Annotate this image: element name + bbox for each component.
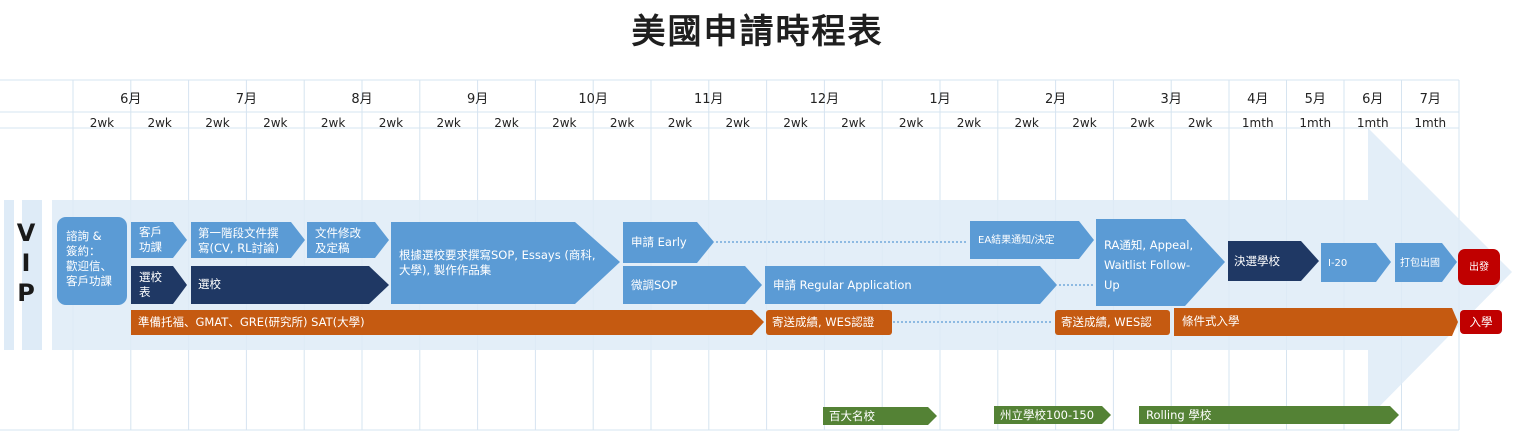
period-label: 2wk bbox=[725, 116, 750, 130]
period-label: 2wk bbox=[1014, 116, 1039, 130]
vip-letter-i: I bbox=[21, 249, 31, 277]
period-label: 2wk bbox=[898, 116, 924, 130]
depart-badge bbox=[1458, 249, 1500, 285]
period-label: 1mth bbox=[1241, 116, 1274, 130]
page-title: 美國申請時程表 bbox=[631, 12, 884, 52]
period-label: 2wk bbox=[89, 116, 115, 130]
period-label: 1mth bbox=[1299, 116, 1332, 130]
period-label: 2wk bbox=[1130, 116, 1155, 130]
pack-arrow bbox=[1395, 243, 1457, 282]
month-label: 4月 bbox=[1247, 92, 1269, 107]
vip-bar-left bbox=[4, 200, 14, 350]
period-label: 2wk bbox=[956, 116, 982, 130]
state-school-arrow bbox=[994, 406, 1111, 424]
period-label: 2wk bbox=[147, 116, 172, 130]
first-stage-arrow bbox=[191, 222, 305, 258]
month-label: 11月 bbox=[694, 92, 724, 107]
month-label: 1月 bbox=[929, 92, 951, 107]
tweak-sop-arrow bbox=[623, 266, 762, 304]
month-label: 12月 bbox=[809, 92, 840, 107]
month-label: 6月 bbox=[120, 92, 142, 107]
month-label: 7月 bbox=[1419, 92, 1441, 107]
school-table-arrow bbox=[131, 266, 187, 304]
month-label: 2月 bbox=[1044, 92, 1067, 107]
sop-writing-arrow bbox=[391, 222, 620, 304]
period-label: 2wk bbox=[783, 116, 808, 130]
month-label: 5月 bbox=[1304, 92, 1326, 107]
period-label: 2wk bbox=[320, 116, 346, 130]
doc-revise-arrow bbox=[307, 222, 389, 258]
enroll-badge bbox=[1460, 310, 1502, 334]
conditional-arrow bbox=[1174, 308, 1458, 336]
ra-notice-arrow bbox=[1096, 219, 1225, 306]
period-label: 1mth bbox=[1414, 116, 1447, 130]
select-school-arrow bbox=[191, 266, 389, 304]
vip-letter-p: P bbox=[17, 279, 35, 307]
ea-result-arrow bbox=[970, 221, 1094, 259]
month-label: 10月 bbox=[578, 92, 608, 107]
month-label: 6月 bbox=[1362, 92, 1384, 107]
period-label: 2wk bbox=[436, 116, 461, 130]
consult-box bbox=[57, 217, 127, 305]
i20-arrow bbox=[1321, 243, 1391, 282]
top100-arrow bbox=[823, 407, 937, 425]
month-label: 3月 bbox=[1160, 92, 1182, 107]
period-label: 2wk bbox=[841, 116, 866, 130]
period-label: 1mth bbox=[1356, 116, 1389, 130]
period-label: 2wk bbox=[552, 116, 577, 130]
period-label: 2wk bbox=[205, 116, 230, 130]
period-label: 2wk bbox=[1187, 116, 1213, 130]
period-label: 2wk bbox=[609, 116, 635, 130]
vip-bar-right bbox=[22, 200, 42, 350]
test-prep-arrow bbox=[131, 310, 764, 335]
client-homework-arrow bbox=[131, 222, 187, 258]
rolling-arrow bbox=[1139, 406, 1399, 424]
period-label: 2wk bbox=[378, 116, 404, 130]
period-label: 2wk bbox=[667, 116, 693, 130]
month-label: 9月 bbox=[466, 92, 489, 107]
apply-regular-arrow bbox=[765, 266, 1057, 304]
send-scores-box-2 bbox=[1055, 310, 1170, 335]
period-label: 2wk bbox=[1072, 116, 1097, 130]
period-label: 2wk bbox=[263, 116, 288, 130]
month-label: 8月 bbox=[351, 92, 373, 107]
period-label: 2wk bbox=[494, 116, 519, 130]
apply-early-arrow bbox=[623, 222, 714, 263]
vip-letter-v: V bbox=[16, 219, 36, 247]
send-scores-box-1 bbox=[766, 310, 892, 335]
month-label: 7月 bbox=[235, 92, 258, 107]
decide-school-arrow bbox=[1228, 241, 1319, 281]
